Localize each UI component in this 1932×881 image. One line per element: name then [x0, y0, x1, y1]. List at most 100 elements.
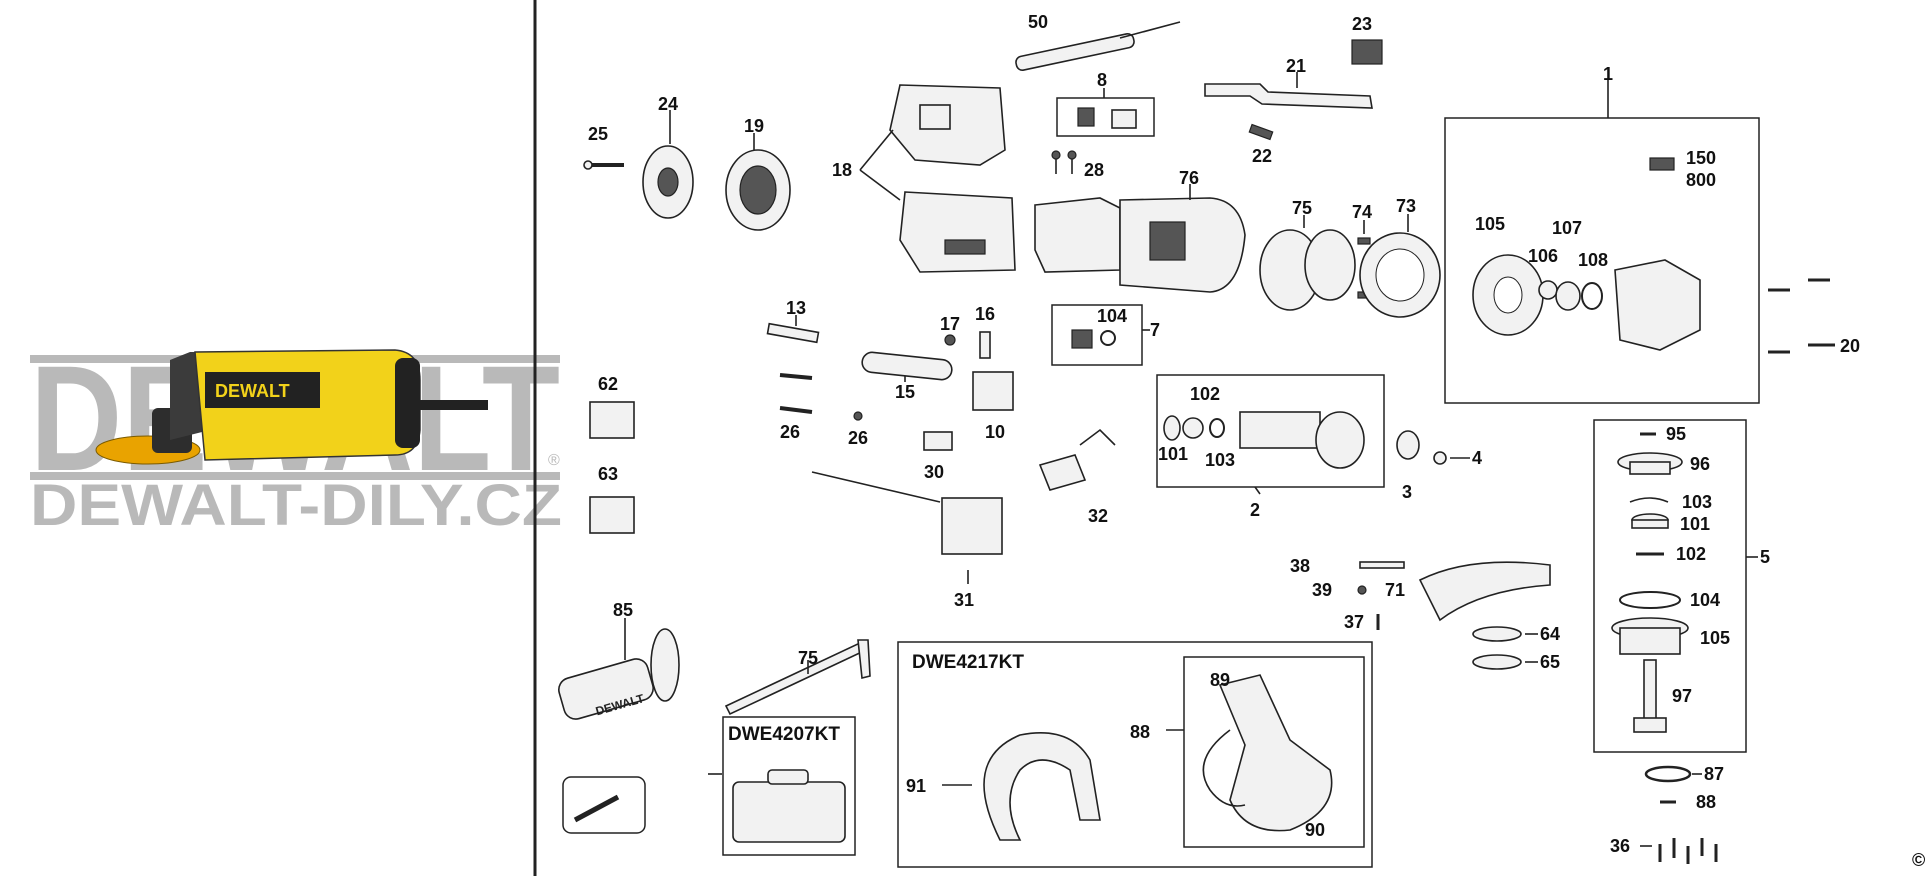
callout: 101: [1158, 444, 1188, 464]
part-26-mid: 26: [779, 373, 813, 442]
callout: 71: [1385, 580, 1405, 600]
part-62: 73: [1359, 196, 1441, 318]
callout: 30: [924, 462, 944, 482]
callout: 62: [598, 374, 618, 394]
part-23: 37: [1344, 612, 1380, 632]
part-10: 10: [972, 371, 1014, 442]
part-15: 15: [861, 351, 953, 402]
kit-dwe4217: DWE4217KT 91 88 89 90: [897, 641, 1373, 868]
callout: 76: [1179, 168, 1199, 188]
callout: 105: [1475, 214, 1505, 234]
callout: 88: [1696, 792, 1716, 812]
part-40: 62: [589, 374, 635, 439]
callout: 23: [1352, 14, 1372, 34]
callout: 88: [1130, 722, 1150, 742]
part-32: 31: [811, 471, 1003, 610]
part-19: 19: [725, 116, 791, 231]
callout: 37: [1344, 612, 1364, 632]
part-16: 16: [975, 304, 995, 359]
callout: 103: [1682, 492, 1712, 512]
part-37: 65: [1472, 652, 1560, 672]
kit-label-dwe4207: DWE4207KT: [728, 724, 840, 745]
callout: 97: [1672, 686, 1692, 706]
copyright-mark: ©: [1912, 850, 1925, 870]
brand-site: DEWALT-DILY.CZ: [30, 473, 562, 538]
part-50: 88: [1660, 792, 1716, 812]
registered-mark: ®: [548, 452, 560, 469]
callout: 17: [940, 314, 960, 334]
callout: 24: [658, 94, 678, 114]
callout: 19: [744, 116, 764, 136]
callout: 85: [613, 600, 633, 620]
part-12: 22: [1248, 123, 1274, 166]
callout: 89: [1210, 670, 1230, 690]
part-4: 4: [1433, 448, 1482, 468]
callout: 96: [1690, 454, 1710, 474]
callout: 1: [1603, 64, 1613, 84]
part-72: DEWALT 85: [558, 600, 680, 720]
callout: 26: [848, 428, 868, 448]
callout: 63: [598, 464, 618, 484]
callout: 87: [1704, 764, 1724, 784]
part-26-top: 25: [583, 124, 624, 170]
callout: 104: [1097, 306, 1127, 326]
callout: 150: [1686, 148, 1716, 168]
callout: 75: [1292, 198, 1312, 218]
callout: 21: [1286, 56, 1306, 76]
part-2: 102 101 103 2: [1156, 374, 1385, 520]
callout: 13: [786, 298, 806, 318]
callout: 20: [1840, 336, 1860, 356]
callout: 3: [1402, 482, 1412, 502]
part-22: 36: [1610, 836, 1718, 864]
callout: 105: [1700, 628, 1730, 648]
part-11: 21: [1204, 56, 1373, 109]
callout: 39: [1312, 580, 1332, 600]
part-18: 18: [832, 84, 1016, 273]
part-65: 76: [1034, 168, 1246, 293]
callout: 73: [1396, 196, 1416, 216]
callout: 10: [985, 422, 1005, 442]
part-8: 8: [1056, 70, 1155, 137]
callout: 102: [1190, 384, 1220, 404]
callout: 65: [1540, 652, 1560, 672]
callout: 50: [1028, 12, 1048, 32]
part-17: 17: [940, 314, 960, 346]
part-3: 3: [1396, 430, 1420, 502]
part-71: 75: [724, 639, 871, 716]
callout: 108: [1578, 250, 1608, 270]
group-1: 1 105 106 107 108 150 800: [1444, 64, 1760, 404]
callout: 2: [1250, 500, 1260, 520]
angle-grinder-image: DEWALT: [95, 349, 488, 465]
part-13: 23: [1351, 14, 1383, 65]
part-39: 71: [1385, 561, 1551, 622]
callout: 31: [954, 590, 974, 610]
part-24: 38: [1290, 556, 1405, 576]
callout: 28: [1084, 160, 1104, 180]
callout: 5: [1760, 547, 1770, 567]
callout: 26: [780, 422, 800, 442]
group-5: 5 95 96 103 101 102 104 105 97: [1593, 419, 1770, 753]
callout: 107: [1552, 218, 1582, 238]
part-38: 87: [1644, 764, 1724, 784]
part-27: 26: [848, 411, 868, 448]
callout: 104: [1690, 590, 1720, 610]
callout: 8: [1097, 70, 1107, 90]
part-14: 13: [766, 298, 820, 344]
part-30: 50: [1015, 12, 1181, 72]
callout: 103: [1205, 450, 1235, 470]
tool-logo: DEWALT: [215, 381, 290, 401]
callout: 16: [975, 304, 995, 324]
part-64: 75: [1259, 198, 1356, 311]
part-800: [562, 776, 646, 834]
callout: 102: [1676, 544, 1706, 564]
callout: 4: [1472, 448, 1482, 468]
callout: 7: [1150, 320, 1160, 340]
callout: 800: [1686, 170, 1716, 190]
callout: 101: [1680, 514, 1710, 534]
part-31: 30: [923, 431, 953, 482]
callout: 64: [1540, 624, 1560, 644]
kit-label-dwe4217: DWE4217KT: [912, 652, 1024, 673]
callout: 38: [1290, 556, 1310, 576]
